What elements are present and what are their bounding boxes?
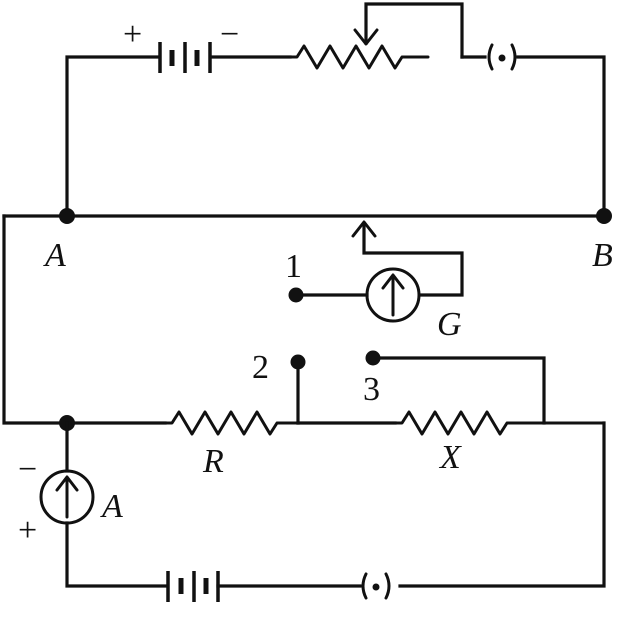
terminal-1-dot [288,287,304,303]
terminal-2-dot [290,354,306,370]
potentiometer-wire [2,208,612,224]
ammeter-plus-label: + [18,512,37,549]
node-a-label: A [43,237,66,274]
top-left-wire [65,55,160,218]
ammeter [39,469,95,525]
top-battery [158,42,212,73]
bottom-key [361,572,391,600]
terminal-3-dot [365,350,381,366]
terminal-1-label: 1 [285,248,302,285]
top-circuit [65,2,606,218]
galvanometer-arrow-icon [381,273,405,317]
galvanometer-label: G [437,306,462,343]
lower-right-wire [398,421,606,588]
terminal-3-label: 3 [363,371,380,408]
ammeter-arrow-icon [55,475,79,519]
left-return-wire [2,214,167,425]
resistor-r-label: R [202,443,224,480]
node-b-dot [596,208,612,224]
battery-to-ammeter-wire [65,521,168,588]
resistor-x [393,410,606,436]
jockey [351,220,464,297]
top-battery-minus-label: − [220,16,239,53]
ammeter-label: A [100,488,123,525]
rheostat-slider-arrow [353,2,464,59]
top-key [487,43,517,71]
terminal-2-label: 2 [252,349,269,386]
terminal-3-wire [371,356,546,425]
node-a-dot [59,208,75,224]
lower-circuit [2,214,606,602]
bottom-battery [166,571,220,602]
ammeter-minus-label: − [18,451,37,488]
galvanometer [365,267,421,323]
node-b-label: B [592,237,613,274]
top-battery-plus-label: + [123,16,142,53]
top-right-wire [516,55,606,218]
resistor-r [163,410,302,436]
resistor-x-label: X [438,439,462,476]
rheostat-resistor [288,44,430,70]
